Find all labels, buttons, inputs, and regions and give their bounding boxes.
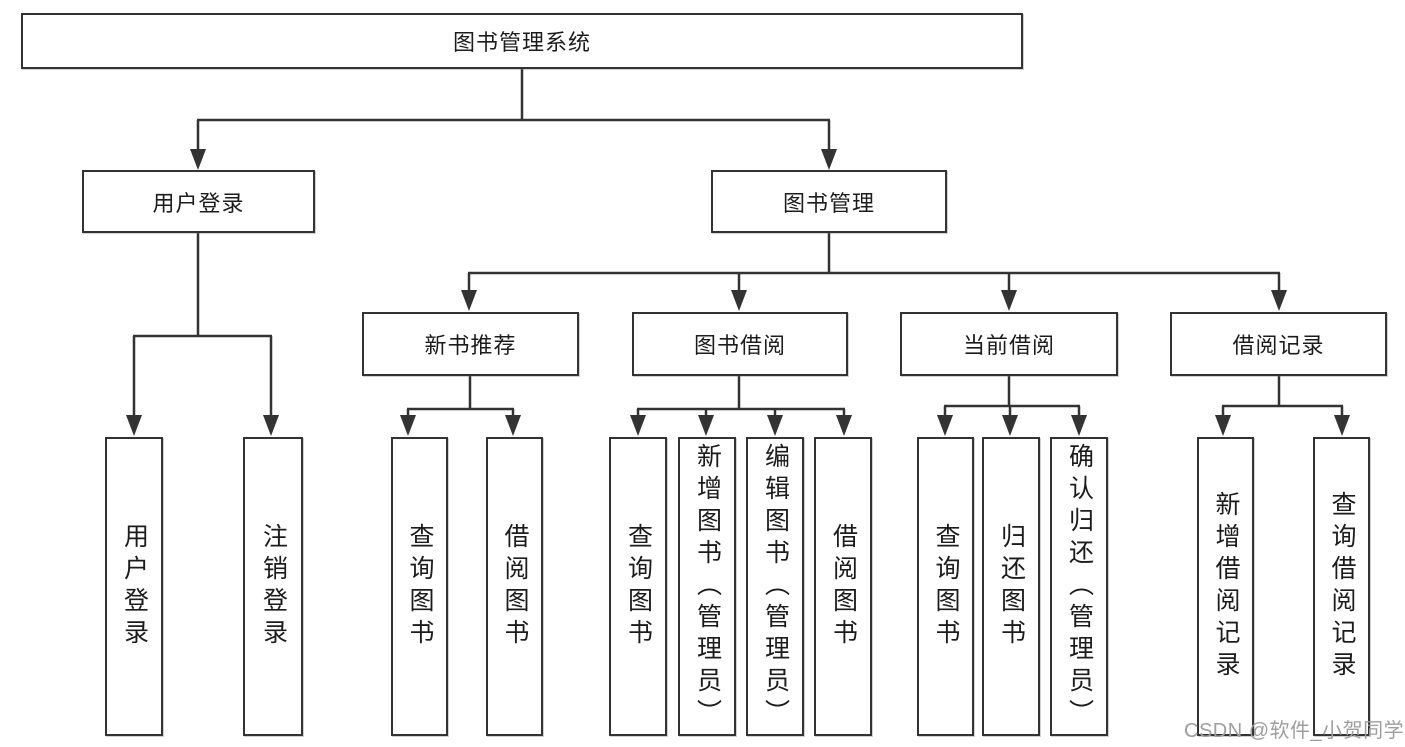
node-book-management-label: 图书管理 xyxy=(782,190,875,216)
node-leaf-br-query-record: 查询借阅记录 xyxy=(1313,437,1370,736)
arrowhead-g4-leaf3 xyxy=(1071,415,1087,436)
node-leaf-nbr-query-book-label: 查询图书 xyxy=(406,522,434,651)
node-leaf-cb-return-book: 归还图书 xyxy=(982,437,1040,736)
node-leaf-cb-confirm-return-admin-label: 确认归还（管理员） xyxy=(1065,442,1094,731)
arrowhead-userlogin-leaf2 xyxy=(263,415,279,436)
node-user-login-label: 用户登录 xyxy=(152,190,245,216)
node-new-book-recommend-label: 新书推荐 xyxy=(424,333,517,358)
node-current-borrow-label: 当前借阅 xyxy=(962,333,1055,358)
node-leaf-logout-action: 注销登录 xyxy=(243,437,303,736)
node-leaf-cb-query-book: 查询图书 xyxy=(917,437,974,736)
arrowhead-currentborrow xyxy=(1001,290,1017,311)
csdn-watermark: CSDN @软件_小贺同学 xyxy=(1184,720,1405,742)
arrowhead-g4-leaf2 xyxy=(1002,415,1018,436)
arrowhead-book-mgmt xyxy=(821,149,837,170)
arrowhead-bookborrow xyxy=(731,290,747,311)
node-leaf-nbr-query-book: 查询图书 xyxy=(391,437,448,736)
arrowhead-g3-leaf2 xyxy=(698,415,714,436)
node-book-management: 图书管理 xyxy=(711,170,947,233)
node-current-borrow: 当前借阅 xyxy=(900,312,1118,376)
node-leaf-bb-borrow-book-label: 借阅图书 xyxy=(829,522,858,651)
node-user-login: 用户登录 xyxy=(82,170,315,233)
node-leaf-logout-action-label: 注销登录 xyxy=(259,522,288,651)
arrowhead-g2-leaf1 xyxy=(400,415,416,436)
node-leaf-br-query-record-label: 查询借阅记录 xyxy=(1328,490,1356,683)
arrowhead-g5-leaf1 xyxy=(1215,415,1231,436)
arrowhead-g5-leaf2 xyxy=(1334,415,1350,436)
arrowhead-g2-leaf2 xyxy=(505,415,521,436)
node-book-borrow-label: 图书借阅 xyxy=(693,333,786,358)
arrowhead-g3-leaf1 xyxy=(630,415,646,436)
arrowhead-newbook xyxy=(461,290,477,311)
node-leaf-br-add-record-label: 新增借阅记录 xyxy=(1212,490,1240,683)
node-leaf-bb-query-book: 查询图书 xyxy=(609,437,667,736)
node-leaf-user-login-action: 用户登录 xyxy=(105,437,163,736)
arrowhead-user-login xyxy=(190,149,206,170)
node-borrow-records-label: 借阅记录 xyxy=(1232,333,1325,358)
arrowhead-g4-leaf1 xyxy=(937,415,953,436)
arrowhead-borrowrecords xyxy=(1271,290,1287,311)
node-root-label: 图书管理系统 xyxy=(452,30,591,55)
node-leaf-cb-return-book-label: 归还图书 xyxy=(997,522,1026,651)
node-leaf-bb-edit-book-admin-label: 编辑图书（管理员） xyxy=(761,442,790,731)
node-leaf-bb-add-book-admin: 新增图书（管理员） xyxy=(678,437,736,736)
node-leaf-bb-query-book-label: 查询图书 xyxy=(624,522,653,651)
node-leaf-bb-borrow-book: 借阅图书 xyxy=(814,437,872,736)
node-leaf-nbr-borrow-book-label: 借阅图书 xyxy=(501,522,529,651)
arrowhead-g3-leaf4 xyxy=(836,415,852,436)
node-leaf-nbr-borrow-book: 借阅图书 xyxy=(486,437,543,736)
arrowhead-g3-leaf3 xyxy=(767,415,783,436)
arrowhead-userlogin-leaf1 xyxy=(126,415,142,436)
node-leaf-cb-query-book-label: 查询图书 xyxy=(932,522,960,651)
node-leaf-bb-add-book-admin-label: 新增图书（管理员） xyxy=(693,442,722,731)
node-leaf-br-add-record: 新增借阅记录 xyxy=(1197,437,1254,736)
node-leaf-cb-confirm-return-admin: 确认归还（管理员） xyxy=(1050,437,1108,736)
node-book-borrow: 图书借阅 xyxy=(632,312,848,376)
node-leaf-user-login-action-label: 用户登录 xyxy=(120,522,149,651)
node-borrow-records: 借阅记录 xyxy=(1170,312,1387,376)
node-new-book-recommend: 新书推荐 xyxy=(362,312,579,376)
node-root: 图书管理系统 xyxy=(21,13,1023,69)
node-leaf-bb-edit-book-admin: 编辑图书（管理员） xyxy=(746,437,804,736)
